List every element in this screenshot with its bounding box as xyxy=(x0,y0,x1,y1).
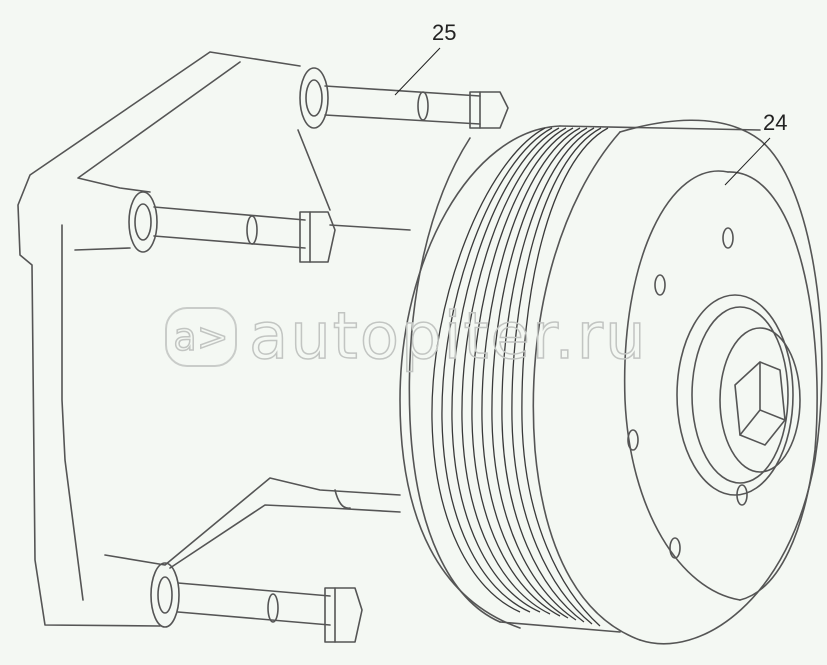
callout-25: 25 xyxy=(432,20,457,45)
bolt-top xyxy=(299,67,509,129)
leader-line-25 xyxy=(394,47,441,96)
pulley-bolt-holes xyxy=(627,227,748,559)
bolt-middle xyxy=(128,191,336,263)
callout-24: 24 xyxy=(763,110,788,135)
pulley-grooves xyxy=(431,127,609,627)
pulley xyxy=(399,119,823,645)
leader-line-24 xyxy=(724,137,771,186)
bolt-bottom xyxy=(150,562,363,643)
mounting-bracket xyxy=(17,51,411,627)
hub-nut xyxy=(676,294,801,496)
